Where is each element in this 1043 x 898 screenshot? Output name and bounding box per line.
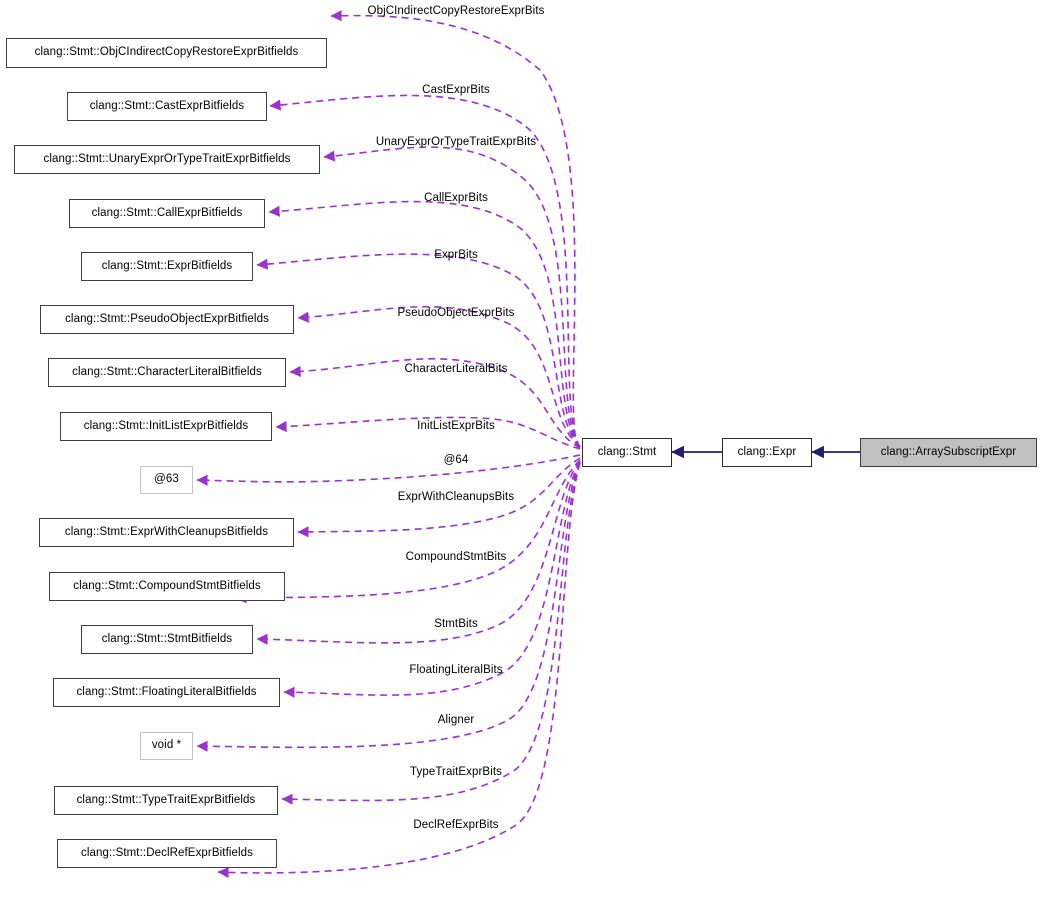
node-pseudo[interactable]: clang::Stmt::PseudoObjectExprBitfields	[40, 305, 294, 334]
edge-label: CharacterLiteralBits	[404, 363, 508, 375]
node-floatl[interactable]: clang::Stmt::FloatingLiteralBitfields	[53, 678, 280, 707]
edge-label: CastExprBits	[422, 84, 490, 96]
node-call[interactable]: clang::Stmt::CallExprBitfields	[69, 199, 265, 228]
node-at63[interactable]: @63	[140, 466, 193, 494]
edge-label: InitListExprBits	[417, 420, 495, 432]
node-typet[interactable]: clang::Stmt::TypeTraitExprBitfields	[54, 786, 278, 815]
edge-label: ExprWithCleanupsBits	[397, 491, 515, 503]
node-cexpr[interactable]: clang::Expr	[722, 438, 812, 467]
node-charl[interactable]: clang::Stmt::CharacterLiteralBitfields	[48, 358, 286, 387]
edge-objc	[330, 10, 580, 449]
edge-label: TypeTraitExprBits	[409, 766, 503, 778]
node-declr[interactable]: clang::Stmt::DeclRefExprBitfields	[57, 839, 277, 868]
node-cast[interactable]: clang::Stmt::CastExprBitfields	[67, 92, 267, 121]
node-voidp[interactable]: void *	[140, 732, 193, 760]
edge-label: ObjCIndirectCopyRestoreExprBits	[367, 5, 545, 17]
edge-label: @64	[443, 454, 469, 466]
node-stmtb[interactable]: clang::Stmt::StmtBitfields	[81, 625, 253, 654]
edge-label: CallExprBits	[424, 192, 488, 204]
edge-label: ExprBits	[434, 249, 478, 261]
node-objc[interactable]: clang::Stmt::ObjCIndirectCopyRestoreExpr…	[6, 38, 327, 68]
edge-label: UnaryExprOrTypeTraitExprBits	[375, 136, 537, 148]
edge-label: FloatingLiteralBits	[409, 664, 503, 676]
edge-label: CompoundStmtBits	[405, 551, 507, 563]
edge-call	[268, 200, 581, 448]
node-stmt[interactable]: clang::Stmt	[582, 438, 672, 467]
node-expr[interactable]: clang::Stmt::ExprBitfields	[81, 252, 253, 281]
edge-label: StmtBits	[434, 618, 478, 630]
node-unary[interactable]: clang::Stmt::UnaryExprOrTypeTraitExprBit…	[14, 145, 320, 174]
edge-expr	[256, 253, 581, 448]
node-comp[interactable]: clang::Stmt::CompoundStmtBitfields	[49, 572, 285, 601]
edge-label: PseudoObjectExprBits	[397, 307, 515, 319]
edge-at63	[196, 454, 581, 486]
edge-label: Aligner	[437, 714, 475, 726]
node-ewc[interactable]: clang::Stmt::ExprWithCleanupsBitfields	[39, 518, 294, 547]
edge-label: DeclRefExprBits	[413, 819, 499, 831]
edge-typet	[281, 462, 581, 805]
node-arrsub[interactable]: clang::ArraySubscriptExpr	[860, 438, 1037, 467]
node-init[interactable]: clang::Stmt::InitListExprBitfields	[60, 412, 272, 441]
